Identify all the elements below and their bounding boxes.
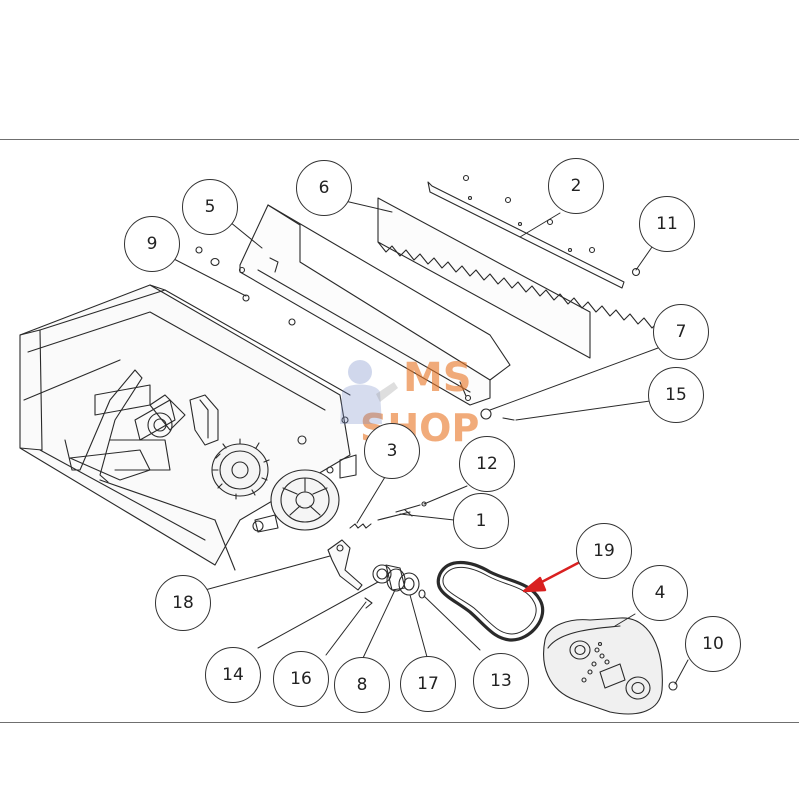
callout-6: 6	[296, 160, 352, 216]
top-border-line	[0, 139, 799, 140]
watermark-line1: MS	[403, 355, 472, 401]
callout-4: 4	[632, 565, 688, 621]
callout-11: 11	[639, 196, 695, 252]
part-6-comb	[377, 197, 659, 359]
callout-1: 1	[453, 493, 509, 549]
part-18-lever	[327, 539, 363, 591]
callout-7: 7	[653, 304, 709, 360]
callout-2: 2	[548, 158, 604, 214]
part-2-strip	[427, 174, 625, 289]
red-arrow	[522, 561, 580, 593]
watermark-mascot-icon	[340, 360, 398, 424]
callout-8: 8	[334, 657, 390, 713]
callout-19: 19	[576, 523, 632, 579]
callout-9: 9	[124, 216, 180, 272]
callout-17: 17	[400, 656, 456, 712]
callout-5: 5	[182, 179, 238, 235]
part-4-cover	[543, 617, 663, 715]
callout-12: 12	[459, 436, 515, 492]
main-housing	[19, 284, 357, 571]
callout-18: 18	[155, 575, 211, 631]
callout-13: 13	[473, 653, 529, 709]
callout-14: 14	[205, 647, 261, 703]
callout-3: 3	[364, 423, 420, 479]
bottom-border-line	[0, 722, 799, 723]
part-5-plate	[238, 204, 511, 406]
leader-lines	[171, 200, 689, 685]
callout-15: 15	[648, 367, 704, 423]
callout-16: 16	[273, 651, 329, 707]
part-19-belt	[436, 560, 545, 642]
callout-10: 10	[685, 616, 741, 672]
